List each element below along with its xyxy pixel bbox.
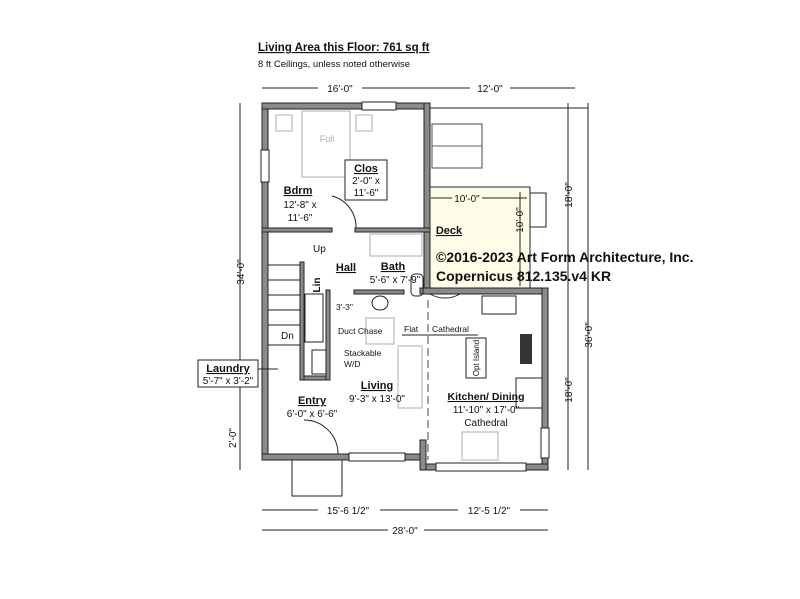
plan-title: Living Area this Floor: 761 sq ft [258,42,430,54]
room-laundry-size: 5'-7" x 3'-2" [203,376,254,387]
room-bedroom-size: 12'-8" x [283,200,316,211]
copyright-line1: ©2016-2023 Art Form Architecture, Inc. [436,249,693,265]
dim-right-upper: 18'-0" [564,182,575,208]
dining-table [461,431,499,461]
linen-label: Lin [312,278,323,293]
wd-label: W/D [344,359,361,369]
bathtub [369,233,423,257]
bed-label: Full [320,134,335,144]
entry-step [291,459,343,497]
cathedral-ceiling-label: Cathedral [432,324,469,334]
kitchen-door-swing [429,293,461,299]
room-entry-size: 6'-0" x 6'-6" [287,409,338,420]
room-living-name: Living [361,380,393,392]
deck-steps [529,192,547,228]
bed [275,110,373,178]
room-bath-name: Bath [381,261,406,273]
bedroom-door-swing [331,195,357,229]
dim-bottom-right: 12'-5 1/2" [468,506,511,517]
room-kitchen-name: Kitchen/ Dining [448,391,525,403]
room-bath-size: 5'-6" x 7'-9" [370,275,421,286]
washer-dryer [311,349,327,375]
room-hall-name: Hall [336,262,356,274]
dim-deck-depth: 10'-0" [515,207,526,233]
room-kitchen-size: 11'-10" x 17'-0" [453,405,520,416]
dim-right-lower: 18'-0" [564,377,575,403]
dim-right-total: 36'-0" [584,322,595,348]
kitchen-sink [481,295,517,315]
room-closet-size: 2'-0" x [352,176,380,187]
copyright-line2: Copernicus 812.135.v4 KR [436,268,611,284]
stairs-up-label: Up [313,244,326,255]
toilet [410,273,424,297]
room-deck-name: Deck [436,225,463,237]
sink [371,295,389,311]
duct-chase-label: Duct Chase [338,326,383,336]
room-closet-size2: 11'-6" [354,188,379,199]
room-kitchen-ceiling: Cathedral [464,418,507,429]
sofa [397,345,423,409]
dim-top-left: 16'-0" [327,84,353,95]
room-entry-name: Entry [298,395,327,407]
closet-label-box [344,159,388,201]
laundry-label-box [197,359,259,388]
dim-top-right: 12'-0" [477,84,503,95]
stairs-down-label: Dn [281,331,294,342]
plan-subtitle: 8 ft Ceilings, unless noted otherwise [258,59,410,70]
entry-door-swing [303,419,339,455]
stackable-label: Stackable [344,348,382,358]
dim-left-small: 2'-0" [228,428,239,448]
duct-chase [304,293,324,343]
refrigerator [515,377,543,409]
chair [365,317,395,345]
dim-left-total: 34'-0" [236,259,247,285]
dim-bottom-left: 15'-6 1/2" [327,506,370,517]
stairs [267,264,301,346]
room-closet-name: Clos [354,163,378,175]
room-bedroom-size2: 11'-6" [288,213,313,224]
walls [261,102,549,471]
island-label: Opt Island [472,340,481,376]
dim-bottom-total: 28'-0" [392,526,418,537]
room-bedroom-name: Bdrm [284,185,313,197]
room-living-size: 9'-3" x 13'-0" [349,394,405,405]
range [520,334,532,364]
room-laundry-name: Laundry [206,363,250,375]
dim-deck-width: 10'-0" [454,194,480,205]
windows [260,101,550,472]
flat-ceiling-label: Flat [404,324,419,334]
kitchen-island [465,337,487,379]
chase-width-label: 3'-3" [336,302,353,312]
